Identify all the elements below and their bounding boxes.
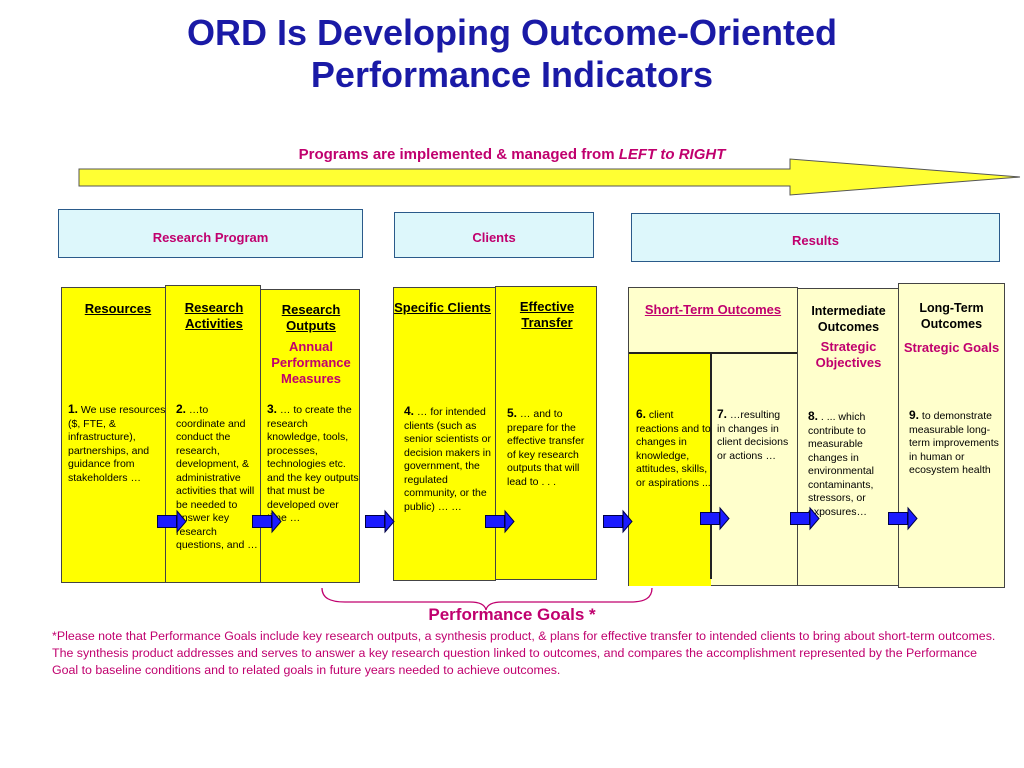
flow-arrowhead-4-icon	[504, 509, 515, 534]
specific-clients-column: Specific Clients 4. … for intended clien…	[393, 287, 496, 581]
activities-title: Research Activities	[184, 300, 244, 331]
title-line-2: Performance Indicators	[310, 54, 714, 95]
page-title: ORD Is Developing Outcome-Oriented Perfo…	[0, 12, 1024, 96]
outputs-num: 3.	[267, 402, 278, 416]
short-term-num-7: 7.	[717, 407, 728, 421]
intermediate-title: Intermediate Outcomes	[811, 304, 886, 334]
specific-clients-num: 4.	[404, 404, 415, 418]
resources-title: Resources	[84, 301, 152, 316]
short-term-desc-6: 6. client reactions and to changes in kn…	[636, 407, 712, 490]
flow-arrowhead-2-icon	[271, 509, 282, 534]
results-header: Results	[631, 213, 1000, 262]
title-line-1: ORD Is Developing Outcome-Oriented	[186, 12, 838, 53]
flow-arrowhead-8-icon	[907, 506, 918, 531]
long-term-title: Long-Term Outcomes	[919, 301, 984, 331]
clients-label: Clients	[472, 230, 516, 245]
direction-arrow-icon	[78, 158, 1021, 196]
resources-column: Resources 1. We use resources ($, FTE, &…	[61, 287, 167, 583]
long-term-column: Long-Term Outcomes Strategic Goals 9. to…	[898, 283, 1005, 588]
activities-num: 2.	[176, 402, 187, 416]
effective-transfer-desc: 5. … and to prepare for the effective tr…	[507, 406, 595, 489]
short-term-title: Short-Term Outcomes	[644, 302, 782, 317]
results-label: Results	[792, 233, 839, 248]
short-term-text-6: client reactions and to changes in knowl…	[636, 409, 711, 489]
performance-goals-note: *Please note that Performance Goals incl…	[52, 629, 996, 677]
effective-transfer-num: 5.	[507, 406, 518, 420]
clients-header: Clients	[394, 212, 594, 258]
direction-caption: Programs are implemented & managed from …	[0, 146, 1024, 163]
direction-text: Programs are implemented & managed from	[298, 146, 619, 163]
effective-transfer-text: … and to prepare for the effective trans…	[507, 408, 585, 488]
flow-arrowhead-5-icon	[622, 509, 633, 534]
long-term-num: 9.	[909, 408, 920, 422]
outputs-text: … to create the research knowledge, tool…	[267, 404, 359, 524]
flow-arrowhead-6-icon	[719, 506, 730, 531]
short-term-divider	[629, 352, 797, 354]
activities-desc: 2. …to coordinate and conduct the resear…	[176, 402, 260, 553]
direction-emphasis: LEFT to RIGHT	[618, 146, 726, 163]
flow-arrowhead-1-icon	[176, 509, 187, 534]
intermediate-num: 8.	[808, 409, 819, 423]
flow-arrowhead-7-icon	[809, 506, 820, 531]
intermediate-desc: 8. . ... which contribute to measurable …	[808, 409, 896, 519]
intermediate-subtitle: Strategic Objectives	[815, 339, 882, 370]
research-program-header: Research Program	[58, 209, 363, 258]
resources-num: 1.	[68, 402, 79, 416]
outputs-title: Research Outputs	[281, 302, 341, 333]
short-term-fill	[629, 353, 711, 586]
short-term-text-7: …resulting in changes in client decision…	[717, 409, 789, 462]
outputs-desc: 3. … to create the research knowledge, t…	[267, 402, 359, 526]
outputs-subtitle: Annual Performance Measures	[271, 339, 351, 386]
long-term-text: to demonstrate measurable long-term impr…	[909, 410, 999, 476]
intermediate-text: . ... which contribute to measurable cha…	[808, 411, 874, 518]
specific-clients-desc: 4. … for intended clients (such as senio…	[404, 404, 494, 514]
long-term-subtitle: Strategic Goals	[903, 340, 1000, 355]
long-term-desc: 9. to demonstrate measurable long-term i…	[909, 408, 1005, 478]
outputs-column: Research Outputs Annual Performance Meas…	[260, 289, 360, 583]
research-program-label: Research Program	[152, 230, 269, 245]
performance-goals-title: Performance Goals *	[428, 605, 596, 624]
resources-text: We use resources ($, FTE, & infrastructu…	[68, 404, 166, 484]
specific-clients-text: … for intended clients (such as senior s…	[404, 406, 491, 513]
performance-goals-brace	[321, 587, 653, 611]
effective-transfer-column: Effective Transfer 5. … and to prepare f…	[495, 286, 597, 580]
effective-transfer-title: Effective Transfer	[519, 299, 575, 330]
activities-text: …to coordinate and conduct the research,…	[176, 404, 258, 551]
specific-clients-title: Specific Clients	[394, 300, 491, 315]
flow-arrowhead-3-icon	[384, 509, 395, 534]
resources-desc: 1. We use resources ($, FTE, & infrastru…	[68, 402, 166, 485]
activities-column: Research Activities 2. …to coordinate an…	[165, 285, 261, 583]
short-term-split	[710, 353, 712, 579]
short-term-num-6: 6.	[636, 407, 647, 421]
short-term-desc-7: 7. …resulting in changes in client decis…	[717, 407, 791, 463]
intermediate-column: Intermediate Outcomes Strategic Objectiv…	[797, 288, 900, 586]
